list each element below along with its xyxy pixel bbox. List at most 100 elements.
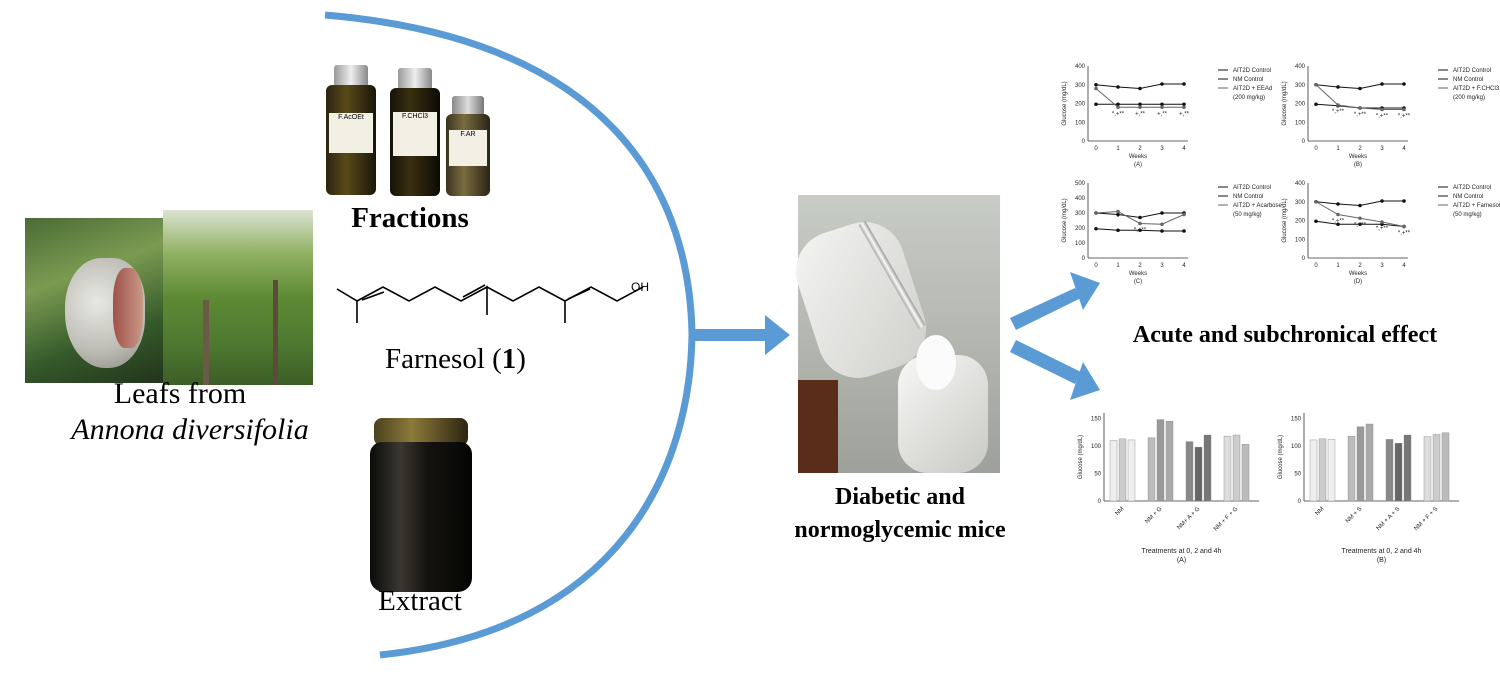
y-tick-label: 500 bbox=[1075, 181, 1086, 187]
series-point bbox=[1182, 229, 1186, 233]
x-tick-label: 0 bbox=[1314, 146, 1318, 152]
series-point bbox=[1160, 211, 1164, 215]
group-label: NM + S bbox=[1345, 506, 1364, 525]
y-tick-label: 100 bbox=[1075, 241, 1086, 247]
y-tick-label: 0 bbox=[1302, 256, 1306, 262]
fruit-photo bbox=[25, 218, 165, 383]
y-tick-label: 100 bbox=[1295, 120, 1306, 126]
x-tick-label: 3 bbox=[1380, 146, 1384, 152]
panel-label: (B) bbox=[1354, 162, 1362, 168]
farnesol-label: Farnesol (1) bbox=[385, 343, 526, 375]
significance-mark: +,** bbox=[1157, 111, 1168, 117]
series-point bbox=[1116, 212, 1120, 217]
bar bbox=[1385, 439, 1394, 502]
legend-entry: AIT2D + Acarbose bbox=[1233, 203, 1283, 209]
arrow-down-head bbox=[1070, 362, 1100, 400]
x-tick-label: 2 bbox=[1358, 263, 1362, 269]
bar bbox=[1203, 434, 1212, 502]
extract-label: Extract bbox=[378, 585, 462, 617]
y-axis-label: Glucose (mg/dL) bbox=[1282, 81, 1288, 125]
group-label: NM + F + S bbox=[1413, 506, 1439, 532]
bar bbox=[1156, 419, 1165, 502]
significance-mark: *,+** bbox=[1376, 226, 1389, 232]
mice-caption-2: normoglycemic mice bbox=[794, 517, 1006, 543]
bar bbox=[1223, 435, 1232, 502]
farnesol-structure: OH bbox=[336, 280, 649, 323]
acute-effect-label: Acute and subchronical effect bbox=[1132, 322, 1438, 348]
significance-mark: +,** bbox=[1179, 111, 1190, 117]
jar-lid bbox=[374, 418, 468, 446]
legend-entry: NM Control bbox=[1453, 77, 1483, 83]
panel-label: (C) bbox=[1134, 279, 1142, 285]
series-point bbox=[1336, 212, 1340, 217]
legend-entry: (50 mg/kg) bbox=[1453, 212, 1482, 218]
y-tick-label: 0 bbox=[1302, 139, 1306, 145]
series-point bbox=[1402, 199, 1406, 203]
series-point bbox=[1314, 102, 1318, 107]
y-axis-label: Glucose (mg/dL) bbox=[1062, 81, 1068, 125]
bracket-arc bbox=[324, 11, 696, 659]
legend-entry: AIT2D + EEAd bbox=[1233, 86, 1272, 92]
series-point bbox=[1116, 102, 1120, 107]
vial-cap bbox=[334, 65, 368, 87]
carbon-chain bbox=[336, 285, 644, 323]
extract-jar bbox=[370, 418, 472, 593]
legend-entry: (200 mg/kg) bbox=[1233, 95, 1265, 101]
x-tick-label: 1 bbox=[1116, 146, 1120, 152]
series-point bbox=[1160, 102, 1164, 107]
series-point bbox=[1160, 105, 1164, 110]
series-point bbox=[1336, 222, 1340, 227]
legend-entry: AIT2D Control bbox=[1233, 185, 1271, 191]
y-tick-label: 400 bbox=[1075, 64, 1086, 70]
x-tick-label: 2 bbox=[1138, 263, 1142, 269]
series-point bbox=[1358, 222, 1362, 227]
group-label: NM bbox=[1115, 506, 1126, 517]
y-tick-label: 300 bbox=[1075, 83, 1086, 89]
x-tick-label: 3 bbox=[1160, 263, 1164, 269]
y-tick-label: 100 bbox=[1091, 444, 1102, 450]
bar bbox=[1147, 437, 1156, 502]
bar bbox=[1109, 440, 1118, 502]
x-tick-label: 1 bbox=[1336, 263, 1340, 269]
series-point bbox=[1182, 82, 1186, 86]
tree-trunk-2 bbox=[273, 280, 278, 385]
legend-entry: NM Control bbox=[1453, 194, 1483, 200]
bar bbox=[1309, 439, 1318, 502]
y-tick-label: 400 bbox=[1075, 196, 1086, 202]
series-point bbox=[1314, 219, 1318, 224]
x-tick-label: 4 bbox=[1182, 146, 1186, 152]
x-tick-label: 1 bbox=[1336, 146, 1340, 152]
y-tick-label: 300 bbox=[1295, 83, 1306, 89]
x-axis-label: Treatments at 0, 2 and 4h bbox=[1342, 548, 1422, 555]
bar bbox=[1365, 423, 1374, 502]
y-tick-label: 50 bbox=[1294, 472, 1301, 478]
panel-label: (D) bbox=[1354, 279, 1362, 285]
legend-entry: NM Control bbox=[1233, 77, 1263, 83]
y-tick-label: 400 bbox=[1295, 181, 1306, 187]
y-tick-label: 150 bbox=[1091, 417, 1102, 423]
arrow-down-shaft bbox=[1010, 340, 1081, 384]
x-tick-label: 4 bbox=[1182, 263, 1186, 269]
significance-mark: *,+** bbox=[1376, 114, 1389, 120]
legend-entry: AIT2D Control bbox=[1453, 68, 1491, 74]
x-tick-label: 4 bbox=[1402, 263, 1406, 269]
significance-mark: *,+** bbox=[1134, 228, 1147, 234]
series-point bbox=[1358, 216, 1362, 221]
series-point bbox=[1402, 107, 1406, 112]
y-tick-label: 0 bbox=[1082, 139, 1086, 145]
group-label: NM + G bbox=[1144, 506, 1163, 525]
x-tick-label: 3 bbox=[1380, 263, 1384, 269]
series-point bbox=[1314, 199, 1318, 204]
vial-label: F.AcOEt bbox=[329, 113, 373, 153]
significance-mark: *,+** bbox=[1354, 222, 1367, 228]
series-point bbox=[1094, 226, 1098, 231]
y-tick-label: 100 bbox=[1075, 120, 1086, 126]
significance-mark: *,+** bbox=[1398, 114, 1411, 120]
series-point bbox=[1358, 86, 1362, 91]
y-tick-label: 0 bbox=[1098, 499, 1102, 505]
series-point bbox=[1160, 82, 1164, 86]
double-bond-3 bbox=[567, 288, 591, 300]
